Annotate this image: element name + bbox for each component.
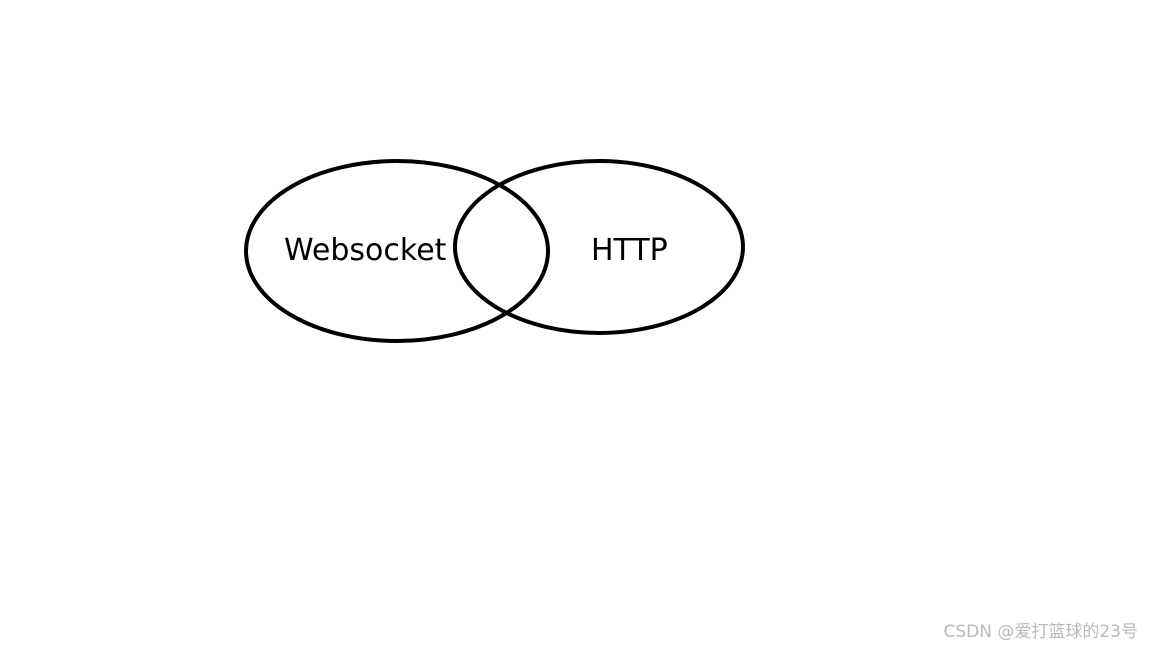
websocket-set-ellipse bbox=[244, 159, 550, 343]
http-set-label: HTTP bbox=[591, 233, 668, 268]
http-set-ellipse bbox=[453, 159, 745, 335]
csdn-watermark: CSDN @爱打篮球的23号 bbox=[943, 622, 1138, 642]
websocket-set-label: Websocket bbox=[284, 233, 447, 268]
